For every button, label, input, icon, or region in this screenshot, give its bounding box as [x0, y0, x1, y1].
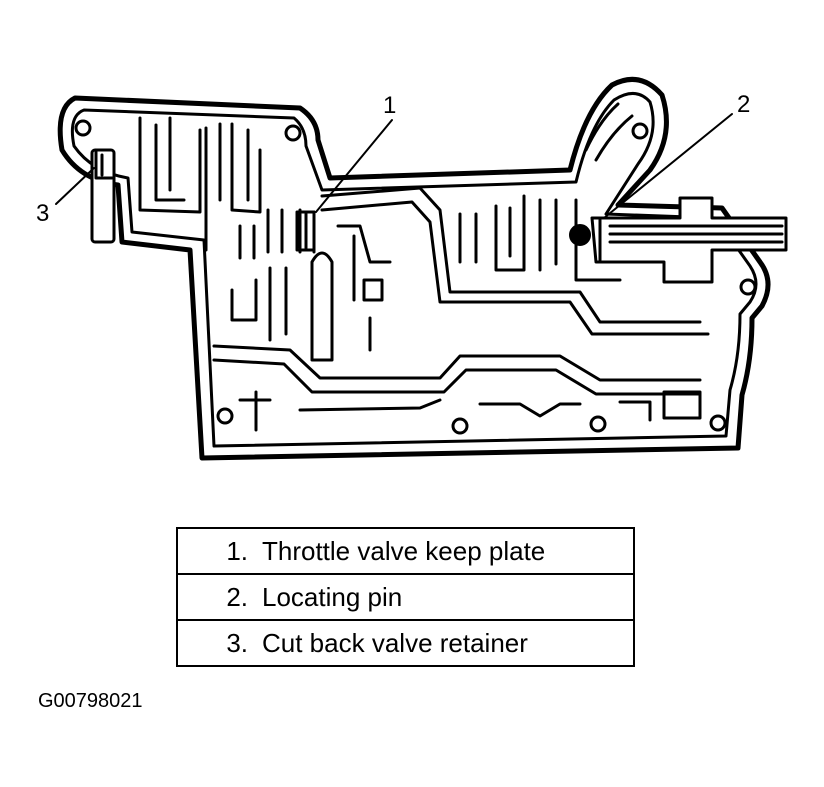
- bolt-hole: [451, 417, 469, 435]
- fluid-passages: [138, 102, 710, 432]
- legend-text: Throttle valve keep plate: [262, 535, 546, 566]
- leader-line-3: [55, 167, 95, 205]
- bolt-hole: [589, 415, 607, 433]
- callout-2: 2: [737, 91, 751, 118]
- figure-id: G00798021: [38, 690, 143, 712]
- cut-back-valve-retainer: [90, 148, 116, 244]
- valve-body-diagram: [55, 76, 788, 461]
- legend-table: 1. Throttle valve keep plate 2. Locating…: [176, 527, 635, 667]
- bolt-hole: [709, 414, 727, 432]
- plate-outline-outer: [57, 76, 771, 461]
- callout-1: 1: [383, 92, 397, 119]
- legend-number: 3.: [226, 627, 248, 658]
- locating-pin: [569, 224, 591, 246]
- bolt-hole: [284, 124, 302, 142]
- legend-text: Locating pin: [262, 581, 403, 612]
- bolt-hole: [74, 119, 92, 137]
- legend-number: 2.: [226, 581, 248, 612]
- legend-row: 1. Throttle valve keep plate: [178, 529, 633, 575]
- bolt-hole: [216, 407, 234, 425]
- legend-text: Cut back valve retainer: [262, 627, 528, 658]
- leader-line-2: [603, 113, 733, 219]
- legend-number: 1.: [226, 535, 248, 566]
- legend-row: 3. Cut back valve retainer: [178, 621, 633, 665]
- callout-3: 3: [36, 200, 50, 227]
- bolt-hole: [739, 278, 757, 296]
- leader-line-1: [315, 119, 393, 213]
- throttle-valve-keep-plate: [295, 210, 316, 252]
- valve-assembly: [590, 196, 788, 284]
- legend-row: 2. Locating pin: [178, 575, 633, 621]
- bolt-hole: [631, 122, 649, 140]
